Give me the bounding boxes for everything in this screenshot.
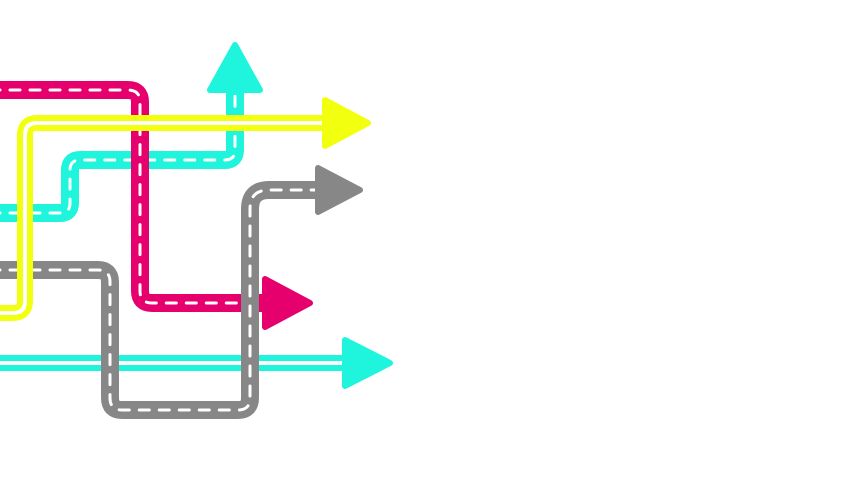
- route-magenta: [0, 81, 313, 330]
- road-cyan-upper: [0, 88, 244, 222]
- arrowhead-gray-icon: [315, 165, 363, 215]
- route-cyan-upper: [0, 42, 263, 222]
- arrowhead-cyan-lower-icon: [342, 337, 393, 389]
- route-cyan-lower: [0, 337, 393, 389]
- line-center-yellow: [0, 121, 330, 315]
- route-gray: [0, 165, 363, 419]
- road-dashes-cyan-upper: [0, 86, 237, 215]
- road-dashes-gray: [0, 188, 326, 412]
- road-dashes-magenta: [0, 88, 274, 305]
- arrowhead-yellow-icon: [322, 97, 371, 149]
- route-yellow: [0, 97, 371, 321]
- arrowhead-cyan-upper-icon: [207, 42, 263, 93]
- arrowhead-magenta-icon: [262, 276, 313, 330]
